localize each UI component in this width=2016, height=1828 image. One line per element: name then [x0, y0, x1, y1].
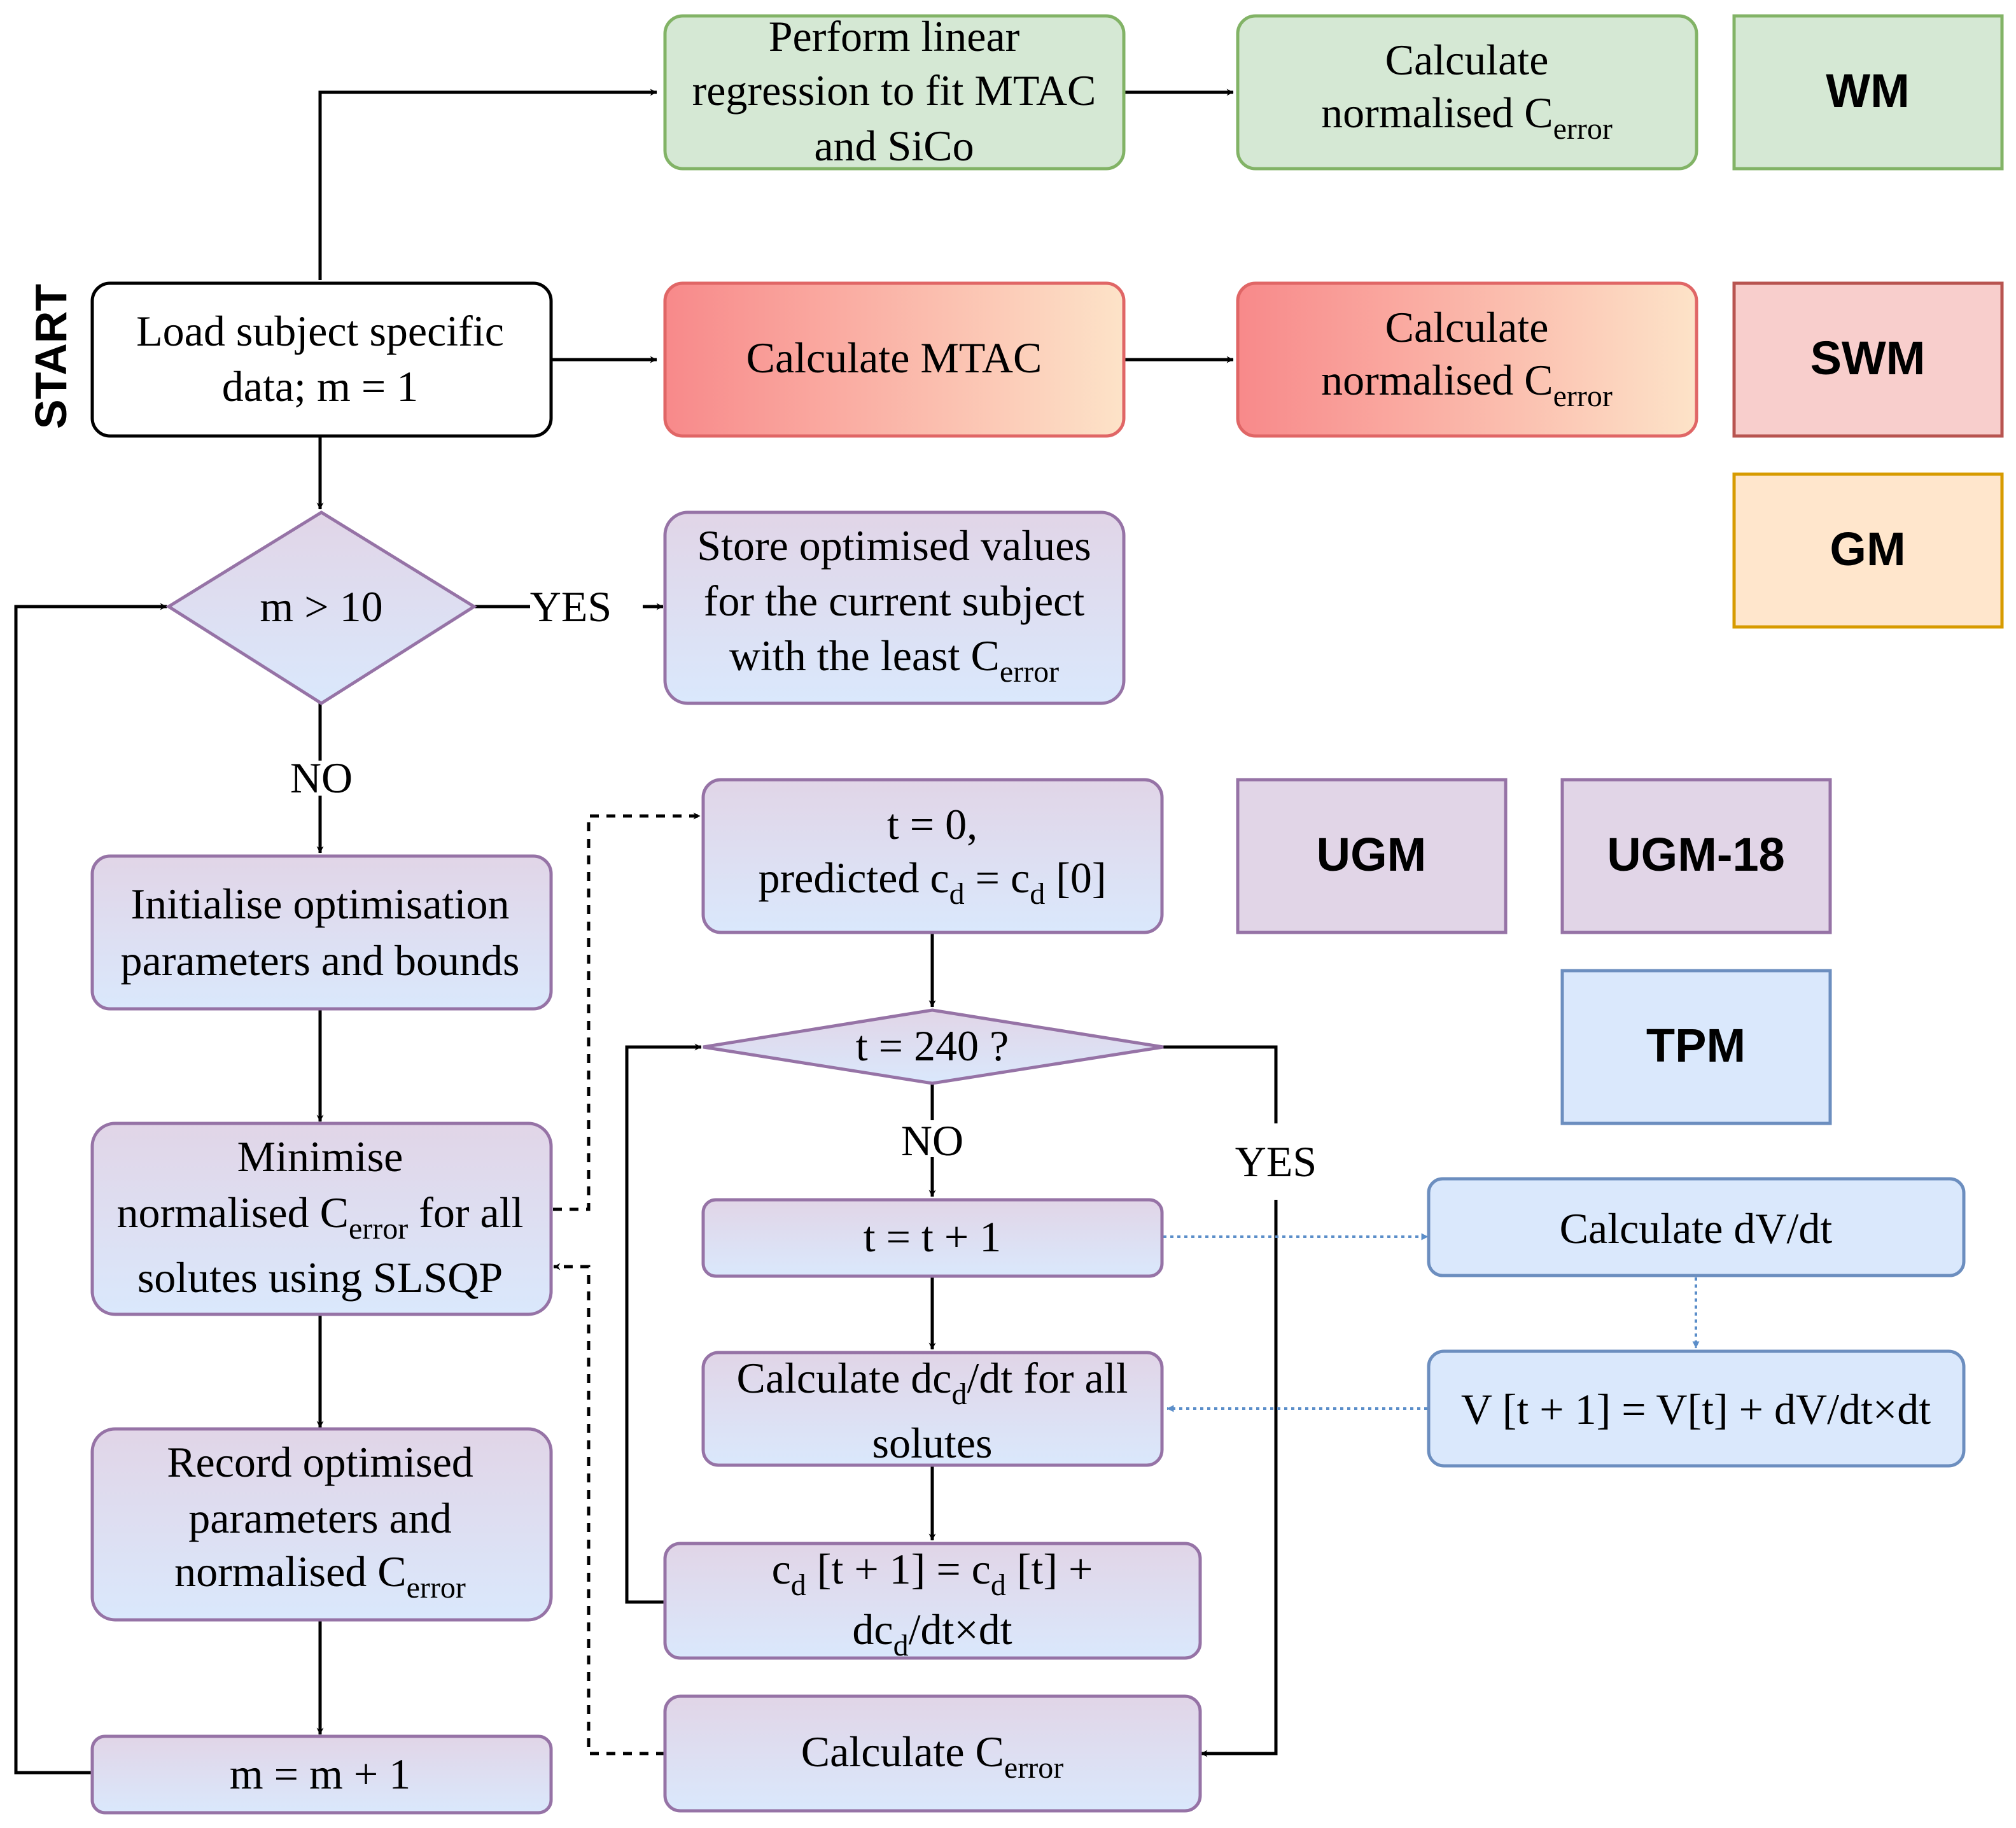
legend-swm [1732, 281, 2004, 438]
cd-update-line-2: dcd/dt×dt [852, 1605, 1012, 1663]
load-data-box [90, 281, 553, 438]
linear-regression-box [663, 14, 1126, 171]
decision-m-gt-10 [165, 510, 477, 705]
store-optimised-box [663, 510, 1126, 705]
legend-swm-text: SWM [1810, 332, 1926, 384]
yes-label-1: YES [530, 582, 612, 631]
legend-ugm18 [1560, 778, 1832, 934]
legend-ugm [1236, 778, 1508, 934]
arrow-load-to-linreg [318, 88, 657, 280]
connectors [14, 88, 1278, 1775]
t0-line-1: t = 0, [887, 800, 977, 848]
start-label: START [26, 284, 76, 429]
record-line-2: parameters and [188, 1494, 451, 1542]
linreg-line-1: Perform linear [769, 12, 1020, 60]
store-line-2: for the current subject [704, 577, 1085, 625]
calculate-mtac-box [663, 281, 1126, 438]
dcd-line-1: Calculate dcd/dt for all [737, 1354, 1128, 1411]
wm-normalised-cerror-box [1236, 14, 1698, 171]
swm-cerr-line-2: normalised Cerror [1321, 356, 1613, 413]
dcd-line-2: solutes [872, 1419, 993, 1467]
mtac-text: Calculate MTAC [746, 334, 1042, 382]
initialise-box [90, 854, 553, 1011]
legend-ugm-text: UGM [1317, 828, 1427, 881]
decision-t-240 [703, 1008, 1164, 1085]
arrow-cd-loop-back [625, 1043, 702, 1604]
load-line-2: data; m = 1 [222, 362, 418, 411]
store-line-1: Store optimised values [697, 521, 1091, 570]
m-inc-text: m = m + 1 [230, 1750, 410, 1798]
calculate-cerror-box [663, 1694, 1202, 1813]
minimise-line-1: Minimise [237, 1132, 403, 1181]
record-line-1: Record optimised [167, 1438, 473, 1486]
minimise-line-3: solutes using SLSQP [137, 1253, 503, 1302]
wm-cerr-line-1: Calculate [1385, 36, 1549, 84]
v-update-text: V [t + 1] = V[t] + dV/dt×dt [1461, 1385, 1931, 1433]
calculate-dcd-box [701, 1351, 1164, 1467]
init-line-1: Initialise optimisation [131, 880, 510, 928]
cd-update-box [663, 1542, 1202, 1660]
arrow-loop-back [14, 603, 167, 1775]
record-box [90, 1427, 553, 1622]
cerror-text: Calculate Cerror [801, 1727, 1063, 1785]
legend-tpm [1560, 969, 1832, 1125]
v-update-box [1427, 1349, 1966, 1468]
decision-m-text: m > 10 [260, 582, 382, 631]
legend-wm [1732, 14, 2004, 171]
init-line-2: parameters and bounds [121, 936, 520, 985]
dvdt-text: Calculate dV/dt [1560, 1204, 1833, 1253]
swm-cerr-line-1: Calculate [1385, 303, 1549, 351]
linreg-line-2: regression to fit MTAC [692, 66, 1096, 115]
yes-label-2: YES [1235, 1137, 1317, 1186]
legend-tpm-text: TPM [1646, 1019, 1746, 1072]
store-line-3: with the least Cerror [729, 631, 1059, 689]
t-zero-box [701, 778, 1164, 934]
dashed-minimise-to-t0 [553, 812, 701, 1211]
minimise-line-2: normalised Cerror for all [116, 1188, 523, 1246]
load-line-1: Load subject specific [136, 307, 504, 355]
t0-line-2: predicted cd = cd [0] [759, 854, 1107, 911]
t-inc-text: t = t + 1 [864, 1213, 1001, 1261]
legend-ugm18-text: UGM-18 [1607, 828, 1785, 881]
linreg-line-3: and SiCo [814, 122, 974, 170]
legend-gm-text: GM [1830, 523, 1905, 575]
decision-t-text: t = 240 ? [856, 1022, 1009, 1070]
m-increment-box [90, 1734, 553, 1815]
record-line-3: normalised Cerror [174, 1547, 466, 1605]
arrow-decision-t-yes [1163, 1045, 1278, 1754]
legend-gm [1732, 472, 2004, 629]
cd-update-line-1: cd [t + 1] = cd [t] + [772, 1545, 1093, 1602]
no-label-1: NO [290, 754, 353, 802]
t-increment-box [701, 1198, 1164, 1278]
no-label-2: NO [901, 1116, 963, 1165]
legend-wm-text: WM [1826, 64, 1910, 117]
wm-cerr-line-2: normalised Cerror [1321, 88, 1613, 146]
swm-normalised-cerror-box [1236, 281, 1698, 438]
blue-connectors [1163, 1233, 1700, 1412]
minimise-box [90, 1121, 553, 1316]
calculate-dvdt-box [1427, 1177, 1966, 1277]
dashed-cerr-to-minimise [553, 1263, 665, 1755]
